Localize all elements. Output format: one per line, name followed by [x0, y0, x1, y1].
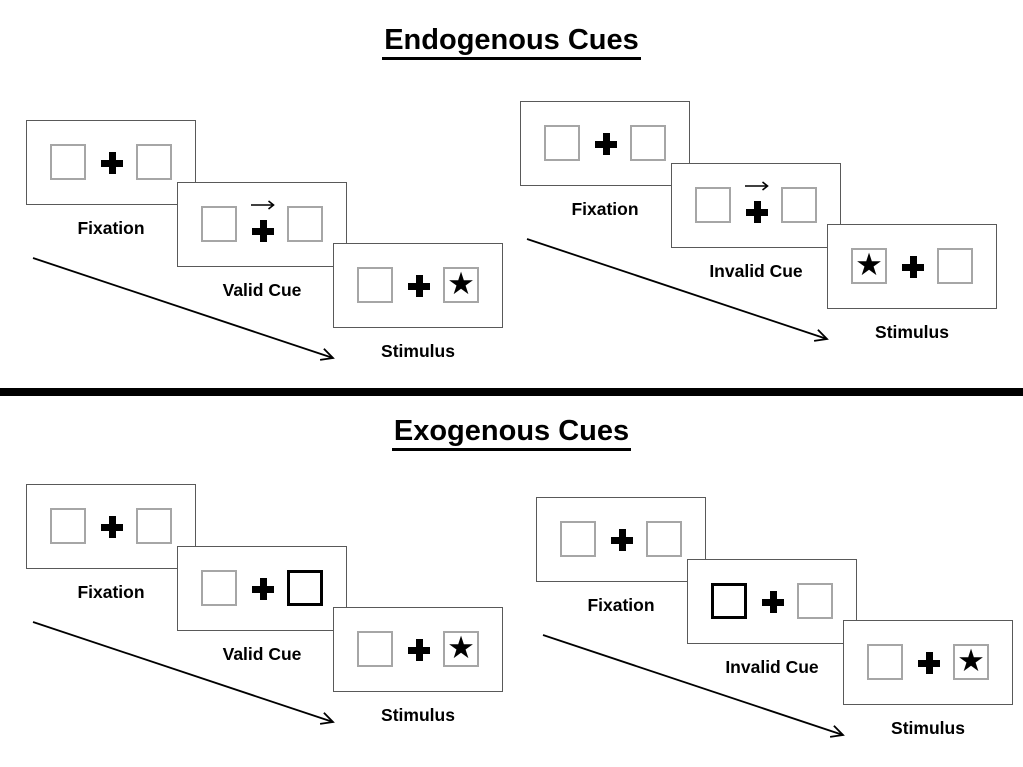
trial-panel-endogenous-valid-1 [177, 182, 347, 267]
left-placeholder-box [201, 206, 237, 242]
panel-label: Fixation [77, 218, 145, 238]
right-placeholder-box: ★ [443, 267, 479, 303]
timeline-arrow-icon [32, 621, 335, 725]
fixation-cross-icon [595, 133, 617, 155]
left-placeholder-box [357, 267, 393, 303]
left-placeholder-box [201, 570, 237, 606]
left-placeholder-box [357, 631, 393, 667]
section-divider [0, 388, 1023, 396]
right-placeholder-box [630, 125, 666, 161]
fixation-cross-group [755, 560, 791, 645]
fixation-cross-group [588, 102, 624, 187]
right-placeholder-box-cued [287, 570, 323, 606]
left-placeholder-box [50, 508, 86, 544]
trial-panel-exogenous-valid-2: ★ [333, 607, 503, 692]
left-placeholder-box [50, 144, 86, 180]
fixation-cross-group [94, 485, 130, 570]
trial-panel-endogenous-invalid-2: ★ [827, 224, 997, 309]
star-stimulus-icon: ★ [855, 246, 883, 283]
fixation-cross-icon [902, 256, 924, 278]
right-placeholder-box [797, 583, 833, 619]
fixation-cross-icon [746, 201, 768, 223]
endogenous-title-text: Endogenous Cues [382, 24, 641, 60]
panel-label: Valid Cue [222, 280, 302, 300]
fixation-cross-icon [611, 529, 633, 551]
panel-label: Stimulus [875, 322, 949, 342]
fixation-cross-icon [252, 220, 274, 242]
trial-panel-exogenous-invalid-1 [687, 559, 857, 644]
cue-arrow-icon [251, 200, 275, 210]
left-placeholder-box [544, 125, 580, 161]
right-placeholder-box [136, 144, 172, 180]
trial-panel-endogenous-valid-2: ★ [333, 243, 503, 328]
timeline-arrow-icon [32, 257, 335, 361]
right-placeholder-box [646, 521, 682, 557]
cue-arrow-icon [745, 181, 769, 191]
exogenous-title: Exogenous Cues [0, 415, 1023, 451]
timeline-arrow-icon [542, 634, 845, 738]
fixation-cross-group [245, 183, 281, 268]
trial-panel-exogenous-invalid-2: ★ [843, 620, 1013, 705]
panel-label: Fixation [571, 199, 639, 219]
fixation-cross-group [245, 547, 281, 632]
trial-panel-exogenous-valid-0 [26, 484, 196, 569]
fixation-cross-icon [101, 152, 123, 174]
exogenous-title-text: Exogenous Cues [391, 415, 632, 451]
fixation-cross-group [401, 608, 437, 693]
trial-panel-exogenous-valid-1 [177, 546, 347, 631]
trial-panel-exogenous-invalid-0 [536, 497, 706, 582]
left-placeholder-box: ★ [851, 248, 887, 284]
timeline-arrow-icon [526, 238, 829, 342]
left-placeholder-box-cued [711, 583, 747, 619]
right-placeholder-box [781, 187, 817, 223]
right-placeholder-box [136, 508, 172, 544]
star-stimulus-icon: ★ [957, 642, 985, 679]
star-stimulus-icon: ★ [447, 265, 475, 302]
right-placeholder-box: ★ [443, 631, 479, 667]
endogenous-title: Endogenous Cues [0, 24, 1023, 60]
right-placeholder-box [287, 206, 323, 242]
fixation-cross-icon [918, 652, 940, 674]
fixation-cross-icon [408, 639, 430, 661]
panel-label: Invalid Cue [725, 657, 819, 677]
fixation-cross-group [94, 121, 130, 206]
fixation-cross-group [911, 621, 947, 706]
panel-label: Stimulus [891, 718, 965, 738]
panel-label: Fixation [77, 582, 145, 602]
fixation-cross-icon [252, 578, 274, 600]
right-placeholder-box: ★ [953, 644, 989, 680]
trial-panel-endogenous-invalid-1 [671, 163, 841, 248]
fixation-cross-icon [408, 275, 430, 297]
left-placeholder-box [560, 521, 596, 557]
fixation-cross-group [895, 225, 931, 310]
fixation-cross-icon [762, 591, 784, 613]
panel-label: Fixation [587, 595, 655, 615]
right-placeholder-box [937, 248, 973, 284]
trial-panel-endogenous-valid-0 [26, 120, 196, 205]
star-stimulus-icon: ★ [447, 629, 475, 666]
panel-label: Valid Cue [222, 644, 302, 664]
fixation-cross-group [604, 498, 640, 583]
trial-panel-endogenous-invalid-0 [520, 101, 690, 186]
panel-label: Stimulus [381, 705, 455, 725]
left-placeholder-box [695, 187, 731, 223]
fixation-cross-group [401, 244, 437, 329]
panel-label: Invalid Cue [709, 261, 803, 281]
left-placeholder-box [867, 644, 903, 680]
fixation-cross-icon [101, 516, 123, 538]
panel-label: Stimulus [381, 341, 455, 361]
fixation-cross-group [739, 164, 775, 249]
